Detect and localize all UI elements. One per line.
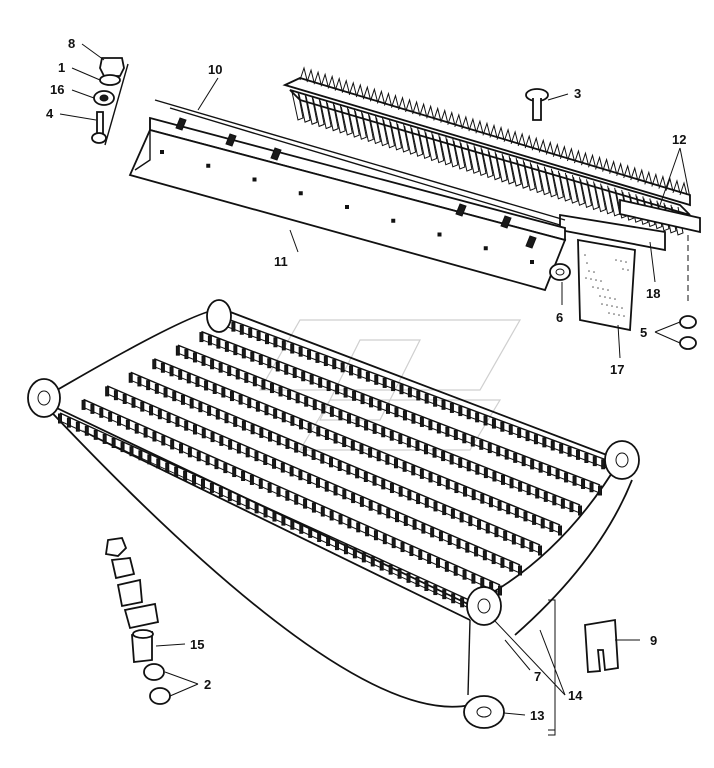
leader-lines bbox=[59, 43, 691, 736]
callout-11: 11 bbox=[274, 254, 288, 269]
nut-8 bbox=[99, 57, 125, 77]
callout-15: 15 bbox=[190, 637, 204, 652]
rasp-bar-assembly bbox=[282, 66, 701, 252]
callout-4: 4 bbox=[46, 106, 54, 121]
disc-right bbox=[604, 440, 640, 480]
shim-plate bbox=[584, 618, 619, 673]
nut-6 bbox=[549, 263, 571, 281]
callout-2: 2 bbox=[204, 677, 211, 692]
disc-left bbox=[27, 378, 61, 418]
washer-1 bbox=[99, 74, 121, 86]
callout-10: 10 bbox=[208, 62, 222, 77]
callout-6: 6 bbox=[556, 310, 563, 325]
rasp-bar-upper bbox=[282, 77, 691, 207]
bushings-5 bbox=[679, 235, 697, 350]
angle-bar-face bbox=[128, 128, 567, 292]
rasp-bar-strip-2 bbox=[619, 198, 701, 234]
callout-3: 3 bbox=[574, 86, 581, 101]
angle-bar-studs bbox=[175, 117, 537, 249]
callout-1: 1 bbox=[58, 60, 65, 75]
disc-front bbox=[466, 586, 502, 626]
watermark-logo bbox=[258, 319, 522, 451]
callout-16: 16 bbox=[50, 82, 64, 97]
callout-18: 18 bbox=[646, 286, 660, 301]
concave-grate bbox=[27, 299, 640, 729]
callout-5: 5 bbox=[640, 325, 647, 340]
angle-bar-holes bbox=[160, 150, 534, 264]
nut-2b bbox=[149, 687, 171, 705]
disc-13 bbox=[463, 695, 505, 729]
bolt-4 bbox=[96, 111, 104, 136]
callout-14: 14 bbox=[568, 688, 583, 703]
callout-labels: 8 1 16 4 10 11 3 12 18 6 5 17 9 7 14 13 … bbox=[46, 36, 686, 723]
angle-bar-assembly bbox=[128, 99, 567, 292]
callout-13: 13 bbox=[530, 708, 544, 723]
curved-strip bbox=[514, 479, 633, 636]
hardware-stack-top bbox=[91, 57, 129, 146]
callout-9: 9 bbox=[650, 633, 657, 648]
carriage-bolt bbox=[525, 88, 549, 121]
callout-7: 7 bbox=[534, 669, 541, 684]
nut-2a bbox=[143, 663, 165, 681]
cover-plate bbox=[577, 238, 636, 332]
callout-12: 12 bbox=[672, 132, 686, 147]
callout-17: 17 bbox=[610, 362, 624, 377]
callout-8: 8 bbox=[68, 36, 75, 51]
disc-back bbox=[206, 299, 232, 333]
concave-slats bbox=[58, 317, 622, 616]
hardware-stack-bottom bbox=[104, 537, 171, 705]
